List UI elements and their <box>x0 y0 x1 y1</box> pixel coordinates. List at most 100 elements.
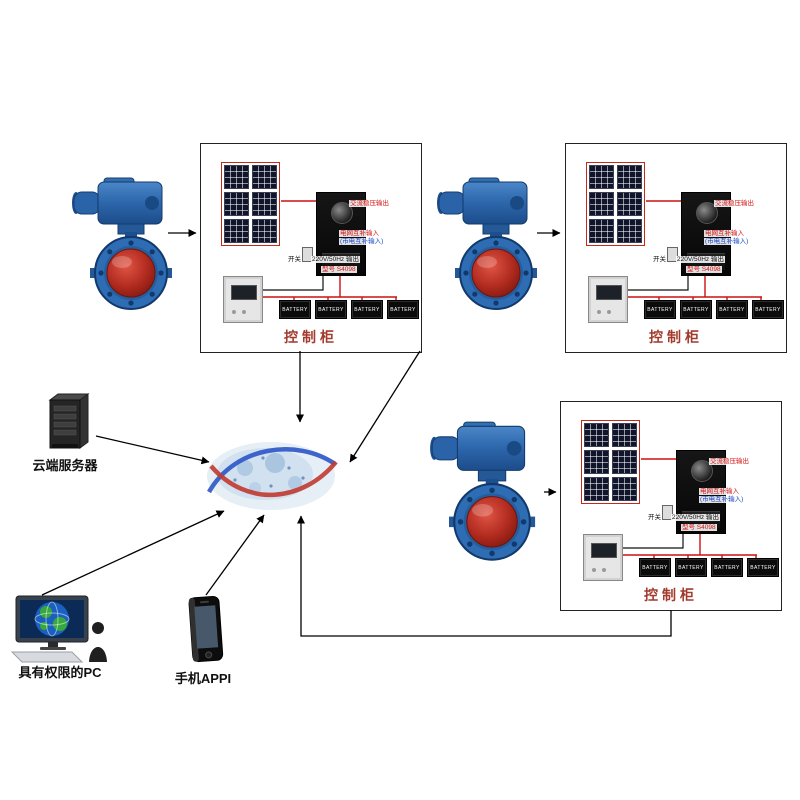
power-meter-icon <box>583 534 623 581</box>
inverter-output-label: 220V/50Hz 输出 <box>671 514 720 522</box>
inverter-ac-out-label: 交流稳压输出 <box>709 458 750 466</box>
authorized-pc-icon <box>10 594 112 671</box>
inverter-ac-out-label: 交流稳压输出 <box>349 200 390 208</box>
solar-panel-array <box>586 162 645 246</box>
meter-display <box>596 285 622 300</box>
inverter-grid-in-label: 电网互补输入 <box>339 230 380 238</box>
butterfly-valve-icon <box>437 177 537 310</box>
meter-display <box>591 543 617 558</box>
solar-panel <box>617 192 642 216</box>
battery-label: BATTERY <box>642 564 668 571</box>
battery-unit: BATTERY <box>680 300 712 319</box>
butterfly-valve-icon <box>72 177 172 310</box>
battery-label: BATTERY <box>354 306 380 313</box>
battery-bank: BATTERY BATTERY BATTERY BATTERY <box>639 558 779 577</box>
pc-icon <box>10 595 107 663</box>
inverter-output-label: 220V/50Hz 输出 <box>676 256 725 264</box>
cloud-server-label: 云端服务器 <box>32 458 98 473</box>
cabinet-label: 控制柜 <box>284 329 338 345</box>
inverter-output-label: 220V/50Hz 输出 <box>311 256 360 264</box>
battery-label: BATTERY <box>678 564 704 571</box>
mobile-app-label: 手机APPI <box>174 671 232 686</box>
solar-panel-array <box>581 420 640 504</box>
inverter-grid-in-sub-label: (市电互补输入) <box>339 238 385 246</box>
inverter-grid-in-sub-label: (市电互补输入) <box>704 238 750 246</box>
butterfly-valve-3 <box>428 420 549 567</box>
butterfly-valve-2 <box>435 176 550 316</box>
inverter-grid-in-label: 电网互补输入 <box>699 488 740 496</box>
solar-panel <box>584 477 609 501</box>
solar-panel <box>612 477 637 501</box>
battery-label: BATTERY <box>318 306 344 313</box>
inverter-model-label: 型号 S4098 <box>321 266 357 274</box>
battery-label: BATTERY <box>750 564 776 571</box>
inverter-dial-icon <box>331 202 353 224</box>
globe-icon <box>207 442 338 510</box>
solar-panel <box>617 165 642 189</box>
battery-unit: BATTERY <box>315 300 347 319</box>
meter-button <box>602 568 606 572</box>
control-cabinet-1: 交流稳压输出 电网互补输入 (市电互补输入) 220V/50Hz 输出 型号 S… <box>200 143 422 353</box>
battery-unit: BATTERY <box>387 300 419 319</box>
inverter-model-label: 型号 S4098 <box>681 524 717 532</box>
switch-label: 开关 <box>647 514 662 522</box>
solar-panel <box>252 192 277 216</box>
battery-unit: BATTERY <box>675 558 707 577</box>
solar-panel <box>589 165 614 189</box>
inverter-grid-in-label: 电网互补输入 <box>704 230 745 238</box>
arrow-phone-globe <box>205 514 265 596</box>
battery-unit: BATTERY <box>644 300 676 319</box>
battery-unit: BATTERY <box>711 558 743 577</box>
power-meter-icon <box>223 276 263 323</box>
inverter-ac-out-label: 交流稳压输出 <box>714 200 755 208</box>
solar-panel-array <box>221 162 280 246</box>
battery-label: BATTERY <box>647 306 673 313</box>
inverter-dial-icon <box>691 460 713 482</box>
power-meter-icon <box>588 276 628 323</box>
internet-globe-hub <box>205 428 340 525</box>
cabinet-label: 控制柜 <box>649 329 703 345</box>
switch-icon <box>667 247 678 262</box>
switch-label: 开关 <box>287 256 302 264</box>
inverter-dial-icon <box>696 202 718 224</box>
meter-button <box>242 310 246 314</box>
server-tower-icon <box>48 393 90 449</box>
battery-unit: BATTERY <box>752 300 784 319</box>
meter-button <box>597 310 601 314</box>
control-cabinet-3: 交流稳压输出 电网互补输入 (市电互补输入) 220V/50Hz 输出 型号 S… <box>560 401 782 611</box>
smartphone-icon <box>188 595 224 663</box>
battery-label: BATTERY <box>282 306 308 313</box>
solar-panel <box>584 450 609 474</box>
battery-unit: BATTERY <box>639 558 671 577</box>
cabinet-label: 控制柜 <box>644 587 698 603</box>
solar-panel <box>612 423 637 447</box>
solar-panel <box>224 219 249 243</box>
solar-panel <box>252 165 277 189</box>
solar-panel <box>584 423 609 447</box>
battery-bank: BATTERY BATTERY BATTERY BATTERY <box>644 300 784 319</box>
solar-panel <box>589 192 614 216</box>
butterfly-valve-icon <box>430 421 536 561</box>
arrow-pc-globe <box>41 510 225 596</box>
switch-label: 开关 <box>652 256 667 264</box>
inverter-model-label: 型号 S4098 <box>686 266 722 274</box>
battery-bank: BATTERY BATTERY BATTERY BATTERY <box>279 300 419 319</box>
battery-label: BATTERY <box>683 306 709 313</box>
arrow-cabinet2-globe <box>349 350 421 463</box>
battery-label: BATTERY <box>390 306 416 313</box>
meter-button <box>607 310 611 314</box>
solar-panel <box>252 219 277 243</box>
solar-panel <box>224 192 249 216</box>
solar-panel <box>589 219 614 243</box>
control-cabinet-2: 交流稳压输出 电网互补输入 (市电互补输入) 220V/50Hz 输出 型号 S… <box>565 143 787 353</box>
solar-panel <box>617 219 642 243</box>
battery-label: BATTERY <box>719 306 745 313</box>
solar-panel <box>224 165 249 189</box>
battery-unit: BATTERY <box>716 300 748 319</box>
battery-unit: BATTERY <box>279 300 311 319</box>
mobile-app-icon <box>183 594 229 673</box>
butterfly-valve-1 <box>70 176 185 316</box>
meter-button <box>232 310 236 314</box>
